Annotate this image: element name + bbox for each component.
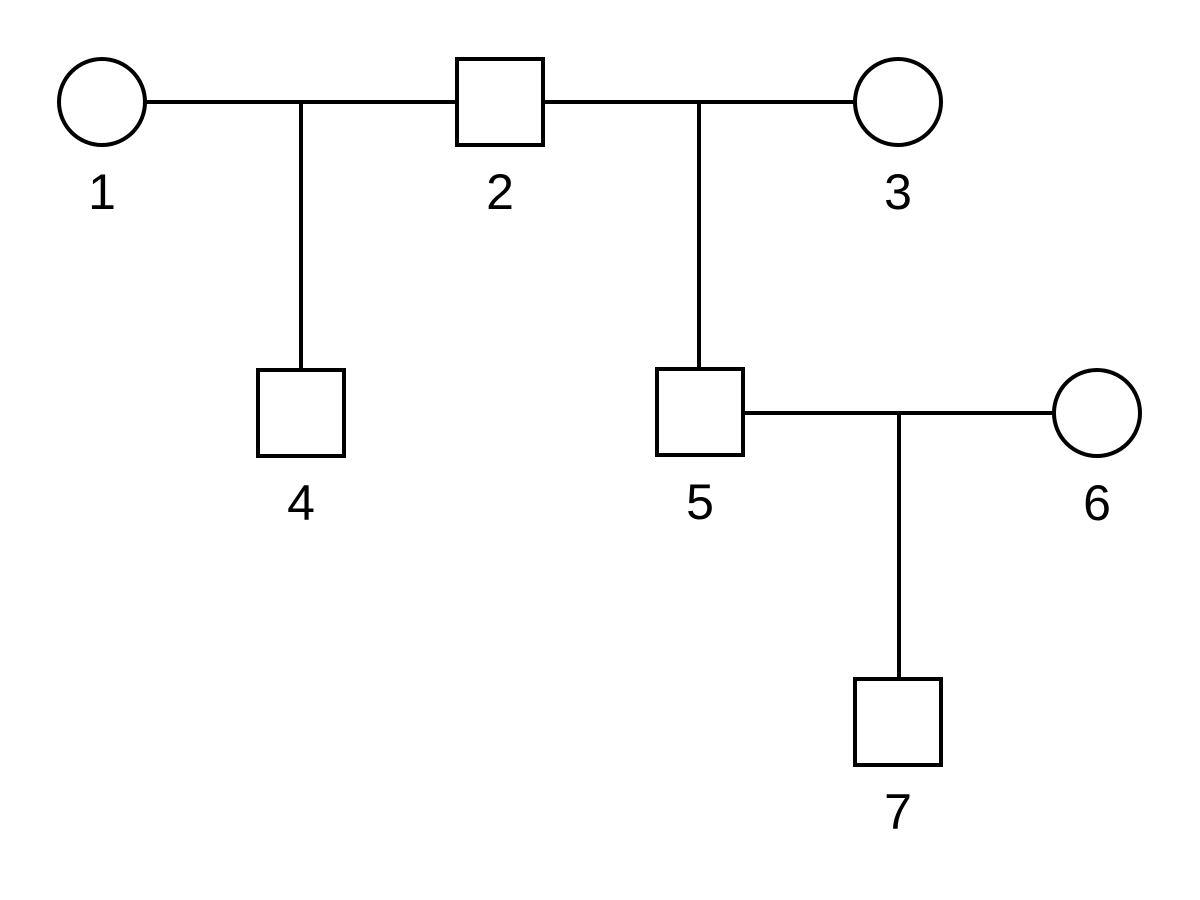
individual-6-female-circle <box>1052 368 1142 458</box>
individual-6-label: 6 <box>1083 475 1111 531</box>
individual-4-male-square <box>256 368 346 458</box>
individual-7-label: 7 <box>884 784 912 840</box>
individual-1-label: 1 <box>88 164 116 220</box>
individual-4-label: 4 <box>287 475 315 531</box>
individual-5-male-square <box>655 367 745 457</box>
individual-3-label: 3 <box>884 164 912 220</box>
individual-3-female-circle <box>853 57 943 147</box>
individual-5-label: 5 <box>686 474 714 530</box>
individual-1-female-circle <box>57 57 147 147</box>
individual-7-male-square <box>853 677 943 767</box>
individual-2-label: 2 <box>486 164 514 220</box>
individual-2-male-square <box>455 57 545 147</box>
